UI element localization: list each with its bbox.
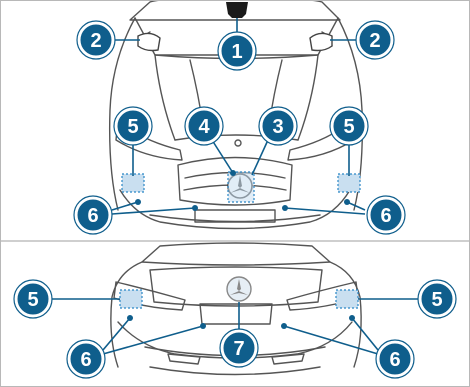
svg-text:5: 5 [431,289,442,311]
callout-5-front-left: 5 [114,107,152,145]
rear-car-illustration: 5 5 6 6 7 [0,242,470,387]
svg-text:4: 4 [198,116,210,138]
callout-2-left: 2 [77,21,115,59]
svg-text:6: 6 [80,349,91,371]
front-camera-housing-icon [226,2,248,18]
svg-text:5: 5 [343,116,354,138]
svg-text:7: 7 [233,338,244,360]
front-view-panel: 1 2 2 3 4 5 5 [0,0,470,240]
callout-6-front-right: 6 [367,196,405,234]
callout-6-front-left: 6 [74,196,112,234]
callout-4: 4 [185,107,223,145]
svg-text:6: 6 [389,349,400,371]
callout-2-right: 2 [356,21,394,59]
front-sensor-areas [122,172,360,202]
right-mirror-icon [310,33,332,50]
svg-text:6: 6 [380,205,391,227]
front-car-illustration: 1 2 2 3 4 5 5 [0,0,470,240]
rear-right-radar-sensor [336,290,358,308]
mercedes-star-rear-icon [227,277,251,301]
callout-6-rear-right: 6 [376,340,414,378]
svg-text:6: 6 [87,205,98,227]
svg-text:5: 5 [127,116,138,138]
svg-text:3: 3 [272,116,283,138]
svg-text:1: 1 [231,41,242,63]
rear-left-radar-sensor [120,290,142,308]
callout-1-front: 1 [218,32,256,70]
svg-text:2: 2 [90,30,101,52]
front-right-radar-sensor [338,174,360,192]
rear-view-panel: 5 5 6 6 7 [0,242,470,387]
front-left-radar-sensor [122,174,144,192]
callout-5-front-right: 5 [330,107,368,145]
svg-text:2: 2 [369,30,380,52]
left-mirror-icon [138,33,160,50]
callout-5-rear-right: 5 [418,280,456,318]
svg-text:5: 5 [27,289,38,311]
callout-5-rear-left: 5 [14,280,52,318]
grille-radar-sensor [228,172,254,202]
callout-6-rear-left: 6 [67,340,105,378]
callout-7: 7 [220,329,258,367]
rear-ultrasonic-sensors [127,315,355,329]
callout-3: 3 [259,107,297,145]
